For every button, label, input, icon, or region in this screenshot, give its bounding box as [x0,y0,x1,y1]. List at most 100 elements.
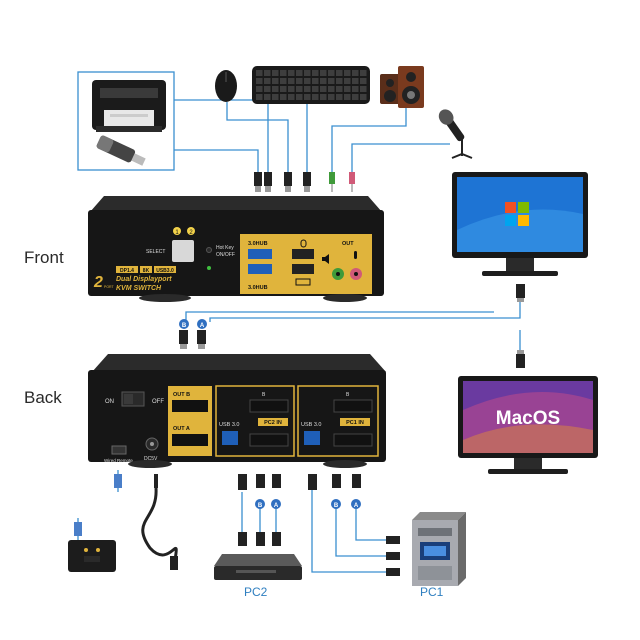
kvm-front-panel: 1 2 SELECT Hot Key ON/OFF 2 PORT DP1.4 8… [88,196,384,302]
badge-b [255,499,265,509]
keyboard-key [288,86,295,92]
front-plugs [254,172,355,192]
keyboard-key [352,86,359,92]
hub-label-top: 3.0HUB [248,241,268,247]
usb-plug-icon [386,568,400,576]
pc1-in-tag [340,418,370,426]
keyboard-key [336,86,343,92]
pc2-cable-a-label: A [274,503,279,509]
dp-out-a-port[interactable] [172,434,208,446]
dc-cable [141,487,178,561]
dp-plug-icon [516,284,525,302]
audio-plug-pink-icon [349,172,355,192]
usb3-port[interactable] [248,264,272,274]
dp-plug-icon [332,474,341,488]
keyboard-key [320,94,327,100]
pc1-b-label: B [346,392,350,398]
badge-8k-label: 8K [143,268,150,274]
cable-microphone [351,143,450,172]
brand-line-2: KVM SWITCH [116,285,162,292]
keyboard-key [320,70,327,76]
usb-plug-icon [303,172,311,192]
mic-port-icon [354,251,357,259]
keyboard-key [280,70,287,76]
badge-b [179,319,189,329]
keyboard-key [256,94,263,100]
pc1-label: PC1 [420,585,444,599]
keyboard-key [296,70,303,76]
dp-out-b-port[interactable] [172,400,208,412]
pc2-in-tag [258,418,288,426]
keyboard-key [328,94,335,100]
pc2-mac-mini-icon [214,554,302,580]
pc2-usb-port[interactable] [222,431,238,445]
dp-plug-icon [197,330,206,344]
hub-label-bottom: 3.0HUB [248,285,268,291]
dp-plug-icon [272,532,281,546]
dp-plug-icon [516,350,525,368]
keyboard-key [328,86,335,92]
kvm-back-panel: ON OFF Wired Remote DC5V OUT B OUT A USB… [88,354,386,468]
dc-plug-icon [154,474,158,488]
printer-icon [92,80,166,132]
keyboard-key [312,70,319,76]
keyboard-key [256,70,263,76]
keyboard-icon [252,66,370,104]
keyboard-key [320,78,327,84]
pc2-dp-a-port[interactable] [249,433,289,447]
windows-logo-icon [505,202,529,226]
pc1-usb-port[interactable] [304,431,320,445]
cable-printer [174,99,269,172]
keyboard-key [336,78,343,84]
keyboard-port-icon [295,278,311,286]
dp-plug-icon [256,532,265,546]
cable-usb-stick [174,149,259,172]
usb-port-keyboard[interactable] [292,264,314,274]
badge-dp-label: DP1.4 [120,268,134,274]
switch-on-label: ON [105,399,114,405]
brand-port: PORT [104,285,115,289]
monitor-dp-plugs: B A [179,319,207,349]
pc2-dp-b-port[interactable] [249,399,289,413]
keyboard-key [360,78,367,84]
usb-stick-icon [96,135,146,166]
front-label: Front [24,248,64,267]
keyboard-key [272,70,279,76]
keyboard-key [288,78,295,84]
pc1-dp-b-port[interactable] [333,399,373,413]
keyboard-key [256,78,263,84]
wired-remote-icon [68,522,116,572]
badge-a [197,319,207,329]
audio-out-label: OUT [342,241,354,247]
monitor-windows [452,172,588,276]
usb-plug-icon [238,532,247,546]
pc1-dp-a-port[interactable] [333,433,373,447]
pc1-in-label: PC1 IN [346,420,364,426]
pc2-usb-label: USB 3.0 [219,422,239,428]
pc1-usb-label: USB 3.0 [301,422,321,428]
pc2-label: PC2 [244,585,268,599]
wired-remote-port[interactable] [111,445,127,455]
badge-8k [140,266,152,273]
usb-plug-icon [254,172,262,192]
keyboard-key [312,86,319,92]
port-1-indicator [173,227,181,235]
hotkey-button[interactable] [206,247,212,253]
keyboard-key [352,70,359,76]
usb3-port[interactable] [248,249,272,259]
power-led [207,266,211,270]
hotkey-label-2: ON/OFF [216,252,235,258]
keyboard-key [304,94,311,100]
pc2-cable-b-label: B [258,503,263,509]
usb-port-mouse[interactable] [292,249,314,259]
keyboard-key [360,94,367,100]
brand-number: 2 [93,274,103,291]
keyboard-key [280,78,287,84]
cable-pc1-dp-a [355,500,390,541]
keyboard-key [264,70,271,76]
select-button[interactable] [172,240,194,262]
keyboard-key [280,86,287,92]
pc2-in-label: PC2 IN [264,420,282,426]
wired-remote-label: Wired Remote [104,458,133,463]
keyboard-key [344,94,351,100]
